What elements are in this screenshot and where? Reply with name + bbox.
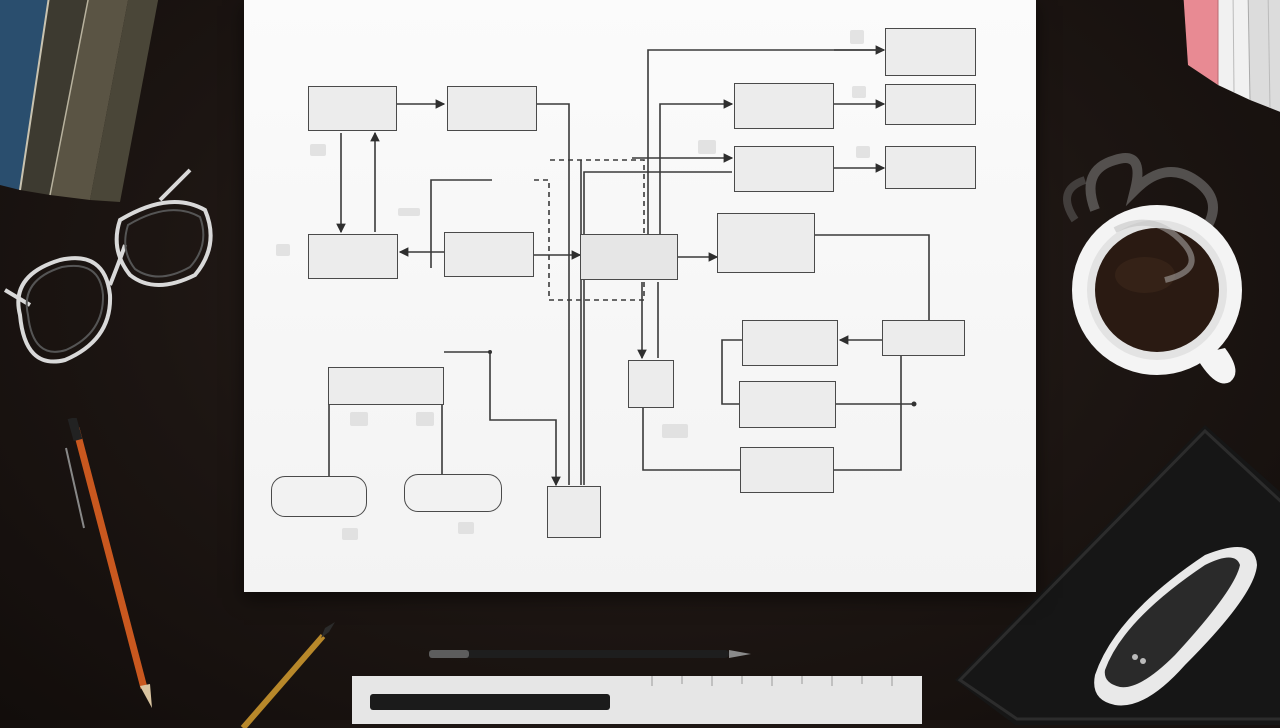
diagram-node-terminal xyxy=(404,474,502,512)
diagram-node xyxy=(444,232,534,277)
diagram-connectors xyxy=(328,45,930,487)
diagram-node xyxy=(734,146,834,192)
pencil-icon xyxy=(65,418,152,708)
diagram-node xyxy=(742,320,838,366)
books-stack xyxy=(0,0,159,202)
diagram-node xyxy=(447,86,537,131)
diagram-node-terminal xyxy=(271,476,367,517)
coffee-cup-icon xyxy=(1063,153,1242,384)
diagram-node xyxy=(328,367,444,405)
pen-icon xyxy=(429,650,751,658)
tablet-icon xyxy=(955,425,1280,725)
diagram-node xyxy=(308,86,397,131)
index-cards-icon xyxy=(1183,0,1280,112)
diagram-node xyxy=(739,381,836,428)
pencil-icon xyxy=(240,622,335,728)
eyeglasses-icon xyxy=(3,168,213,364)
diagram-node xyxy=(885,146,976,189)
diagram-node xyxy=(885,28,976,76)
diagram-node xyxy=(740,447,834,493)
diagram-node xyxy=(308,234,398,279)
diagram-node xyxy=(882,320,965,356)
diagram-node xyxy=(734,83,834,129)
diagram-node xyxy=(717,213,815,273)
diagram-node-central xyxy=(580,234,678,280)
diagram-node xyxy=(628,360,674,408)
ruler-icon xyxy=(352,676,922,724)
diagram-node xyxy=(547,486,601,538)
diagram-node xyxy=(885,84,976,125)
diagram-paper xyxy=(244,0,1036,592)
